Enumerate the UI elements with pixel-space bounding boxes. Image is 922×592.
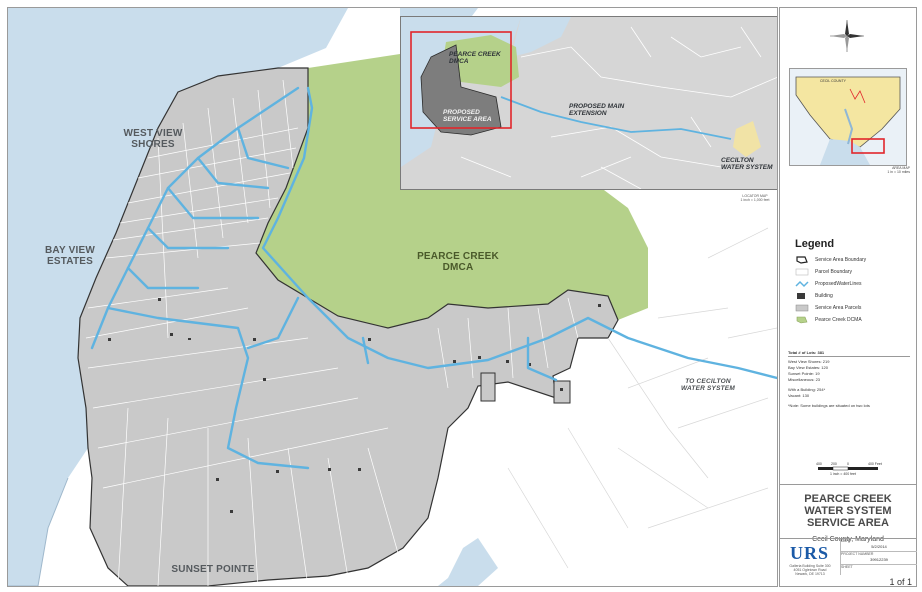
dmca-area [256, 54, 648, 328]
creek-water [438, 538, 498, 586]
lot-statistics: Total # of Lots: 381 West View Shores: 2… [788, 350, 910, 409]
label-sunset-pointe: SUNSET POINTE [171, 564, 255, 575]
title-block: PEARCE CREEK WATER SYSTEM SERVICE AREA C… [780, 484, 916, 543]
legend-title: Legend [795, 238, 835, 250]
urs-logo: URS [790, 543, 830, 563]
company-block: URS Galleria Building Suite 300 4051 Ogl… [780, 538, 917, 587]
date-cell: DATE 5/2/2014 [840, 539, 917, 552]
inset-label-cecilton: CECILTON WATER SYSTEM [721, 157, 773, 171]
inset-map-canvas [401, 17, 777, 189]
parcel-boundary-icon [795, 268, 809, 275]
map-subtitle: Cecil County, Maryland [812, 536, 884, 543]
project-value: 39912239 [870, 557, 888, 562]
inset-label-dmca: PEARCE CREEK DMCA [449, 51, 501, 65]
stats-line: Vacant: 130 [788, 393, 810, 398]
scale-caption: 1 inch = 400 feet [830, 472, 856, 476]
waterline-icon [795, 280, 809, 287]
date-value: 5/2/2014 [871, 544, 887, 549]
service-area-parcels [77, 67, 619, 586]
sheet-cell: SHEET [840, 565, 917, 575]
legend-item: ProposedWaterLines [795, 279, 862, 288]
stats-line: Bay View Estates: 120 [788, 365, 828, 370]
locator-extent-box [851, 138, 885, 154]
locator-map[interactable]: CECIL COUNTY [789, 68, 907, 166]
service-parcel-icon [795, 304, 809, 311]
bay-water [8, 8, 348, 586]
sheet-number: 1 of 1 [889, 577, 912, 587]
stats-title: Total # of Lots: 381 [788, 350, 910, 357]
locator-bay [820, 139, 870, 165]
legend-item: Building [795, 291, 833, 300]
label-pearce-creek-dmca: PEARCE CREEK DMCA [417, 251, 499, 273]
locator-caption: AREA MAP 1 in = 10 miles [887, 166, 910, 174]
legend-item: Service Area Parcels [795, 303, 861, 312]
inset-caption: LOCATOR MAP 1 inch = 1,000 feet [740, 194, 770, 202]
scale-tick: 400 Feet [868, 462, 882, 466]
legend-label: Service Area Boundary [815, 256, 867, 263]
dcma-icon [796, 316, 808, 323]
inset-map[interactable]: PEARCE CREEK DMCA PROPOSED SERVICE AREA … [400, 16, 777, 190]
inset-label-service-area: PROPOSED SERVICE AREA [443, 109, 492, 123]
label-west-view-shores: WEST VIEW SHORES [123, 128, 183, 150]
north-arrow-icon [830, 20, 864, 52]
label-to-cecilton: TO CECILTON WATER SYSTEM [681, 378, 735, 392]
sidebar-panel: CECIL COUNTY AREA MAP 1 in = 10 miles Le… [779, 7, 917, 587]
inset-cecilton [733, 121, 761, 157]
legend-label: Service Area Parcels [815, 304, 862, 311]
legend-label: Pearce Creek DCMA [815, 316, 862, 323]
legend-label: Parcel Boundary [815, 268, 852, 275]
shore-left [8, 477, 69, 586]
stats-line: Sunset Pointe: 19 [788, 371, 820, 376]
inset-dmca [441, 35, 519, 87]
buildings [108, 298, 601, 513]
stats-line: *Note: Some buildings are situated on tw… [788, 403, 870, 408]
project-cell: PROJECT NUMBER 39912239 [840, 552, 917, 565]
legend-item: Service Area Boundary [795, 255, 866, 264]
main-map-canvas [8, 8, 777, 586]
stats-line: With a Building: 254* [788, 387, 826, 392]
detached-parcel [480, 372, 496, 402]
legend-item: Pearce Creek DCMA [795, 315, 862, 324]
scale-tick: 200 [831, 462, 837, 466]
inset-service-area [420, 44, 502, 136]
label-bay-view-estates: BAY VIEW ESTATES [45, 245, 95, 267]
scale-tick: 0 [847, 462, 849, 466]
scale-tick: 400 [816, 462, 822, 466]
outside-parcel-lines [507, 227, 777, 569]
inset-label-main-extension: PROPOSED MAIN EXTENSION [569, 103, 625, 117]
locator-county-label: CECIL COUNTY [820, 79, 846, 83]
date-label: DATE [841, 539, 851, 543]
locator-canvas [790, 69, 906, 165]
scale-bar-graphic [818, 466, 878, 471]
detached-parcel [553, 380, 571, 404]
main-map[interactable]: WEST VIEW SHORES BAY VIEW ESTATES PEARCE… [7, 7, 778, 587]
sheet-label: SHEET [841, 565, 853, 569]
inset-proposed-main [500, 96, 732, 140]
scale-bar: 400 200 0 400 Feet 1 inch = 400 feet [816, 462, 882, 476]
service-boundary-icon [796, 255, 808, 264]
legend-label: ProposedWaterLines [815, 280, 862, 287]
parcel-lines [85, 79, 579, 586]
locator-river [844, 108, 854, 145]
inset-roads [460, 26, 777, 189]
company-address: Galleria Building Suite 300 4051 Ogletow… [789, 564, 831, 576]
legend-item: Parcel Boundary [795, 267, 852, 276]
stats-line: West View Shores: 219 [788, 359, 830, 364]
legend-label: Building [815, 292, 833, 299]
map-title: PEARCE CREEK WATER SYSTEM SERVICE AREA [804, 493, 892, 529]
inset-extent-box [410, 31, 512, 129]
proposed-water-lines [90, 86, 777, 470]
project-label: PROJECT NUMBER [841, 552, 874, 556]
inset-water-creek [511, 17, 571, 57]
stats-line: Miscellaneous: 23 [788, 377, 821, 382]
building-icon [797, 292, 805, 299]
